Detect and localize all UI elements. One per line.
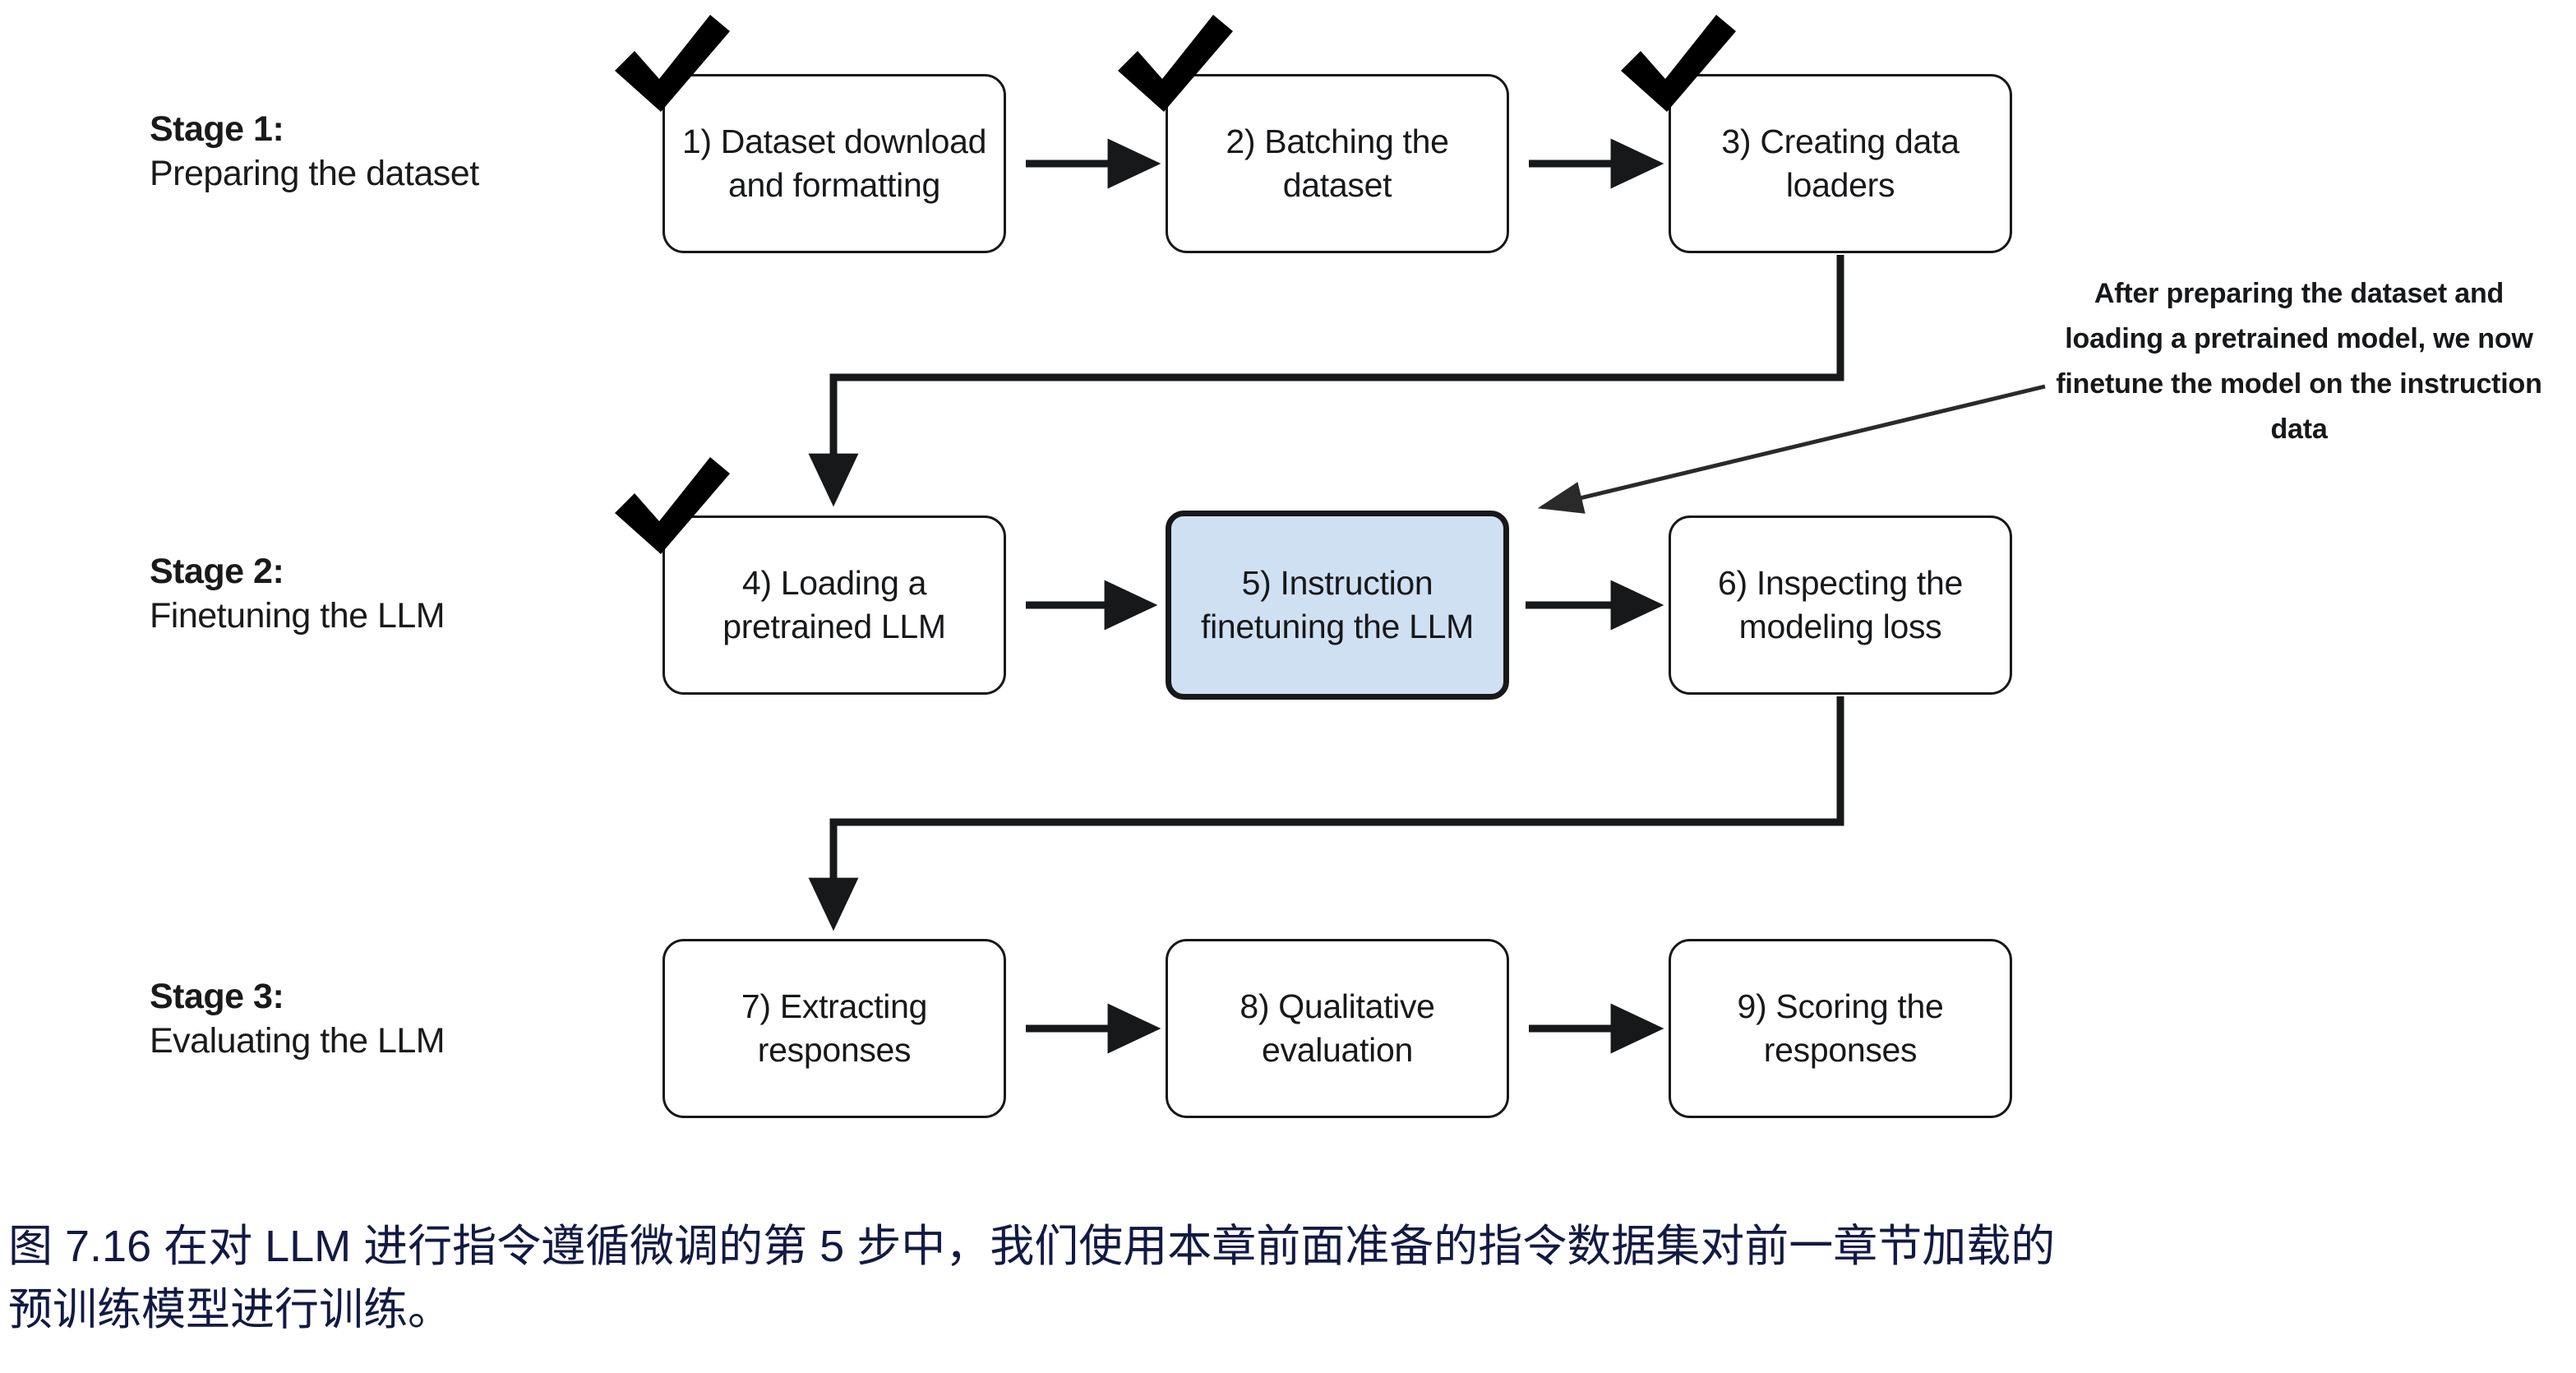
stage-label-2: Stage 2: Finetuning the LLM bbox=[150, 549, 445, 638]
checkmark-icon-node-3 bbox=[1621, 15, 1736, 112]
stage-2-subtitle: Finetuning the LLM bbox=[150, 596, 445, 636]
flow-node-2-batching-the-dataset[interactable]: 2) Batching the dataset bbox=[1166, 74, 1509, 253]
checkmark-icon-node-4 bbox=[615, 457, 730, 554]
flow-node-8-qualitative-evaluation[interactable]: 8) Qualitative evaluation bbox=[1166, 939, 1509, 1118]
checkmark-icon-node-1 bbox=[615, 15, 730, 112]
figure-caption-line-1: 图 7.16 在对 LLM 进行指令遵循微调的第 5 步中，我们使用本章前面准备… bbox=[8, 1222, 2056, 1271]
figure-caption: 图 7.16 在对 LLM 进行指令遵循微调的第 5 步中，我们使用本章前面准备… bbox=[8, 1215, 2523, 1341]
stage-1-title: Stage 1: bbox=[150, 109, 284, 149]
arrow-3-to-4 bbox=[808, 255, 1844, 507]
flow-node-7-extracting-responses[interactable]: 7) Extracting responses bbox=[662, 939, 1006, 1118]
stage-1-subtitle: Preparing the dataset bbox=[150, 154, 479, 194]
annotation-text: After preparing the dataset and loading … bbox=[2056, 278, 2542, 446]
checkmark-icon-node-2 bbox=[1118, 15, 1233, 112]
flow-node-9-scoring-the-responses[interactable]: 9) Scoring the responses bbox=[1669, 939, 2012, 1118]
flow-node-1-dataset-download-and-formatting[interactable]: 1) Dataset download and formatting bbox=[662, 74, 1006, 253]
stage-3-subtitle: Evaluating the LLM bbox=[150, 1021, 445, 1061]
flow-node-6-inspecting-the-modeling-loss[interactable]: 6) Inspecting the modeling loss bbox=[1669, 515, 2012, 695]
flow-node-4-loading-a-pretrained-llm[interactable]: 4) Loading a pretrained LLM bbox=[662, 515, 1006, 695]
stage-label-3: Stage 3: Evaluating the LLM bbox=[150, 974, 445, 1063]
annotation-pointer-arrow bbox=[1537, 384, 2046, 514]
stage-label-1: Stage 1: Preparing the dataset bbox=[150, 107, 479, 196]
figure-caption-line-2: 预训练模型进行训练。 bbox=[8, 1284, 452, 1334]
arrow-6-to-7 bbox=[808, 696, 1844, 932]
flow-node-5-instruction-finetuning-the-llm[interactable]: 5) Instruction finetuning the LLM bbox=[1166, 511, 1509, 700]
stage-2-title: Stage 2: bbox=[150, 552, 284, 591]
stage-3-title: Stage 3: bbox=[150, 977, 284, 1016]
flow-node-3-creating-data-loaders[interactable]: 3) Creating data loaders bbox=[1669, 74, 2012, 253]
